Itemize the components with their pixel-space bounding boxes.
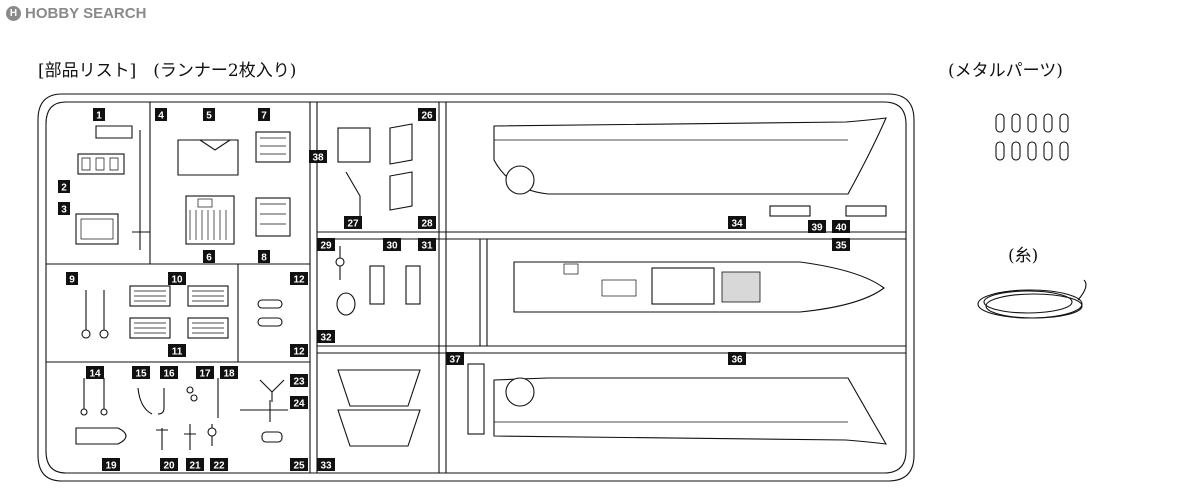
part-number-text: 20 bbox=[163, 461, 175, 472]
part-number-28: 28 bbox=[418, 216, 436, 230]
part-number-text: 40 bbox=[835, 223, 847, 234]
runner-grid bbox=[46, 102, 906, 473]
part-number-text: 34 bbox=[731, 219, 743, 230]
logo-mark-icon: H bbox=[6, 6, 21, 21]
part-number-text: 4 bbox=[158, 111, 164, 122]
part-number-text: 38 bbox=[312, 153, 324, 164]
part-number-6: 6 bbox=[203, 250, 215, 264]
part-number-text: 33 bbox=[320, 461, 332, 472]
part-number-35: 35 bbox=[832, 238, 850, 252]
part-number-9: 9 bbox=[66, 272, 78, 286]
part-number-3: 3 bbox=[58, 202, 70, 216]
part-number-text: 32 bbox=[320, 333, 332, 344]
part-number-26: 26 bbox=[418, 108, 436, 122]
part-number-19: 19 bbox=[102, 458, 120, 472]
metal-parts bbox=[995, 113, 1069, 161]
part-number-text: 19 bbox=[105, 461, 117, 472]
parts-list-heading: [部品リスト] (ランナー2枚入り) bbox=[38, 61, 297, 81]
part-number-33: 33 bbox=[317, 458, 335, 472]
part-number-17: 17 bbox=[196, 366, 214, 380]
part-number-20: 20 bbox=[160, 458, 178, 472]
part-number-text: 22 bbox=[213, 461, 225, 472]
part-number-text: 28 bbox=[421, 219, 433, 230]
part-number-text: 37 bbox=[449, 355, 461, 366]
part-number-text: 7 bbox=[261, 111, 267, 122]
part-number-18: 18 bbox=[220, 366, 238, 380]
part-number-text: 17 bbox=[199, 369, 211, 380]
part-number-text: 15 bbox=[135, 369, 147, 380]
part-number-text: 29 bbox=[320, 241, 332, 252]
part-number-31: 31 bbox=[418, 238, 436, 252]
part-number-2: 2 bbox=[58, 180, 70, 194]
part-number-8: 8 bbox=[258, 250, 270, 264]
part-number-25: 25 bbox=[290, 458, 308, 472]
metal-parts-heading: (メタルパーツ) bbox=[948, 61, 1063, 81]
part-number-30: 30 bbox=[383, 238, 401, 252]
part-number-21: 21 bbox=[186, 458, 204, 472]
part-number-32: 32 bbox=[317, 330, 335, 344]
part-number-text: 25 bbox=[293, 461, 305, 472]
part-number-27: 27 bbox=[344, 216, 362, 230]
part-number-text: 6 bbox=[206, 253, 212, 264]
part-number-text: 1 bbox=[96, 111, 102, 122]
logo-text: HOBBY SEARCH bbox=[25, 5, 147, 22]
part-number-text: 5 bbox=[206, 111, 212, 122]
part-number-text: 35 bbox=[835, 241, 847, 252]
part-number-text: 16 bbox=[163, 369, 175, 380]
part-number-34: 34 bbox=[728, 216, 746, 230]
part-number-text: 11 bbox=[172, 347, 183, 358]
part-number-text: 36 bbox=[731, 355, 743, 366]
part-number-36: 36 bbox=[728, 352, 746, 366]
part-number-text: 39 bbox=[811, 223, 823, 234]
part-number-7: 7 bbox=[258, 108, 270, 122]
part-number-15: 15 bbox=[132, 366, 150, 380]
part-number-1: 1 bbox=[93, 108, 105, 122]
thread-heading: (糸) bbox=[1008, 246, 1039, 266]
part-drawings bbox=[75, 123, 887, 450]
part-number-10: 10 bbox=[168, 272, 186, 286]
part-number-14: 14 bbox=[86, 366, 104, 380]
part-number-text: 8 bbox=[261, 253, 267, 264]
part-number-24: 24 bbox=[290, 396, 308, 410]
part-number-text: 3 bbox=[61, 205, 67, 216]
part-number-text: 12 bbox=[293, 347, 305, 358]
part-number-text: 12 bbox=[293, 275, 305, 286]
part-number-37: 37 bbox=[446, 352, 464, 366]
part-number-text: 21 bbox=[189, 461, 201, 472]
part-number-text: 27 bbox=[347, 219, 359, 230]
part-number-text: 26 bbox=[421, 111, 433, 122]
part-number-12: 12 bbox=[290, 272, 308, 286]
part-number-11: 11 bbox=[168, 344, 186, 358]
hull-part-34 bbox=[493, 117, 887, 195]
part-number-12: 12 bbox=[290, 344, 308, 358]
part-number-text: 31 bbox=[421, 241, 433, 252]
part-number-text: 10 bbox=[171, 275, 183, 286]
hull-parts bbox=[493, 117, 888, 445]
hobby-search-logo[interactable]: H HOBBY SEARCH bbox=[6, 5, 146, 22]
part-number-23: 23 bbox=[290, 374, 308, 388]
runner-frame bbox=[37, 93, 915, 482]
part-number-text: 24 bbox=[293, 399, 305, 410]
part-number-4: 4 bbox=[155, 108, 167, 122]
part-number-39: 39 bbox=[808, 220, 826, 234]
part-number-16: 16 bbox=[160, 366, 178, 380]
part-number-22: 22 bbox=[210, 458, 228, 472]
part-number-text: 2 bbox=[61, 183, 67, 194]
part-number-38: 38 bbox=[309, 150, 327, 164]
part-number-text: 18 bbox=[223, 369, 235, 380]
thread-coil bbox=[977, 279, 1087, 319]
part-number-29: 29 bbox=[317, 238, 335, 252]
part-number-text: 14 bbox=[89, 369, 101, 380]
hull-part-36 bbox=[493, 377, 888, 445]
part-number-text: 23 bbox=[293, 377, 305, 388]
part-number-5: 5 bbox=[203, 108, 215, 122]
part-number-40: 40 bbox=[832, 220, 850, 234]
part-number-text: 30 bbox=[386, 241, 398, 252]
part-number-text: 9 bbox=[69, 275, 75, 286]
